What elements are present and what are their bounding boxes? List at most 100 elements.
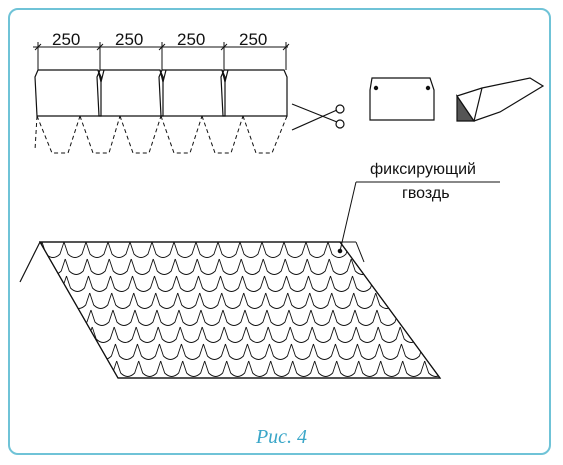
shingle-scale — [151, 242, 175, 258]
shingle-scale — [425, 377, 440, 378]
shingle-scale — [331, 292, 355, 309]
shingle-scale — [40, 292, 47, 309]
shingle-scale — [183, 377, 207, 378]
shingle-scale — [424, 360, 440, 377]
shingle-scale — [159, 343, 182, 360]
shingle-scale — [314, 360, 338, 377]
shingle-scale — [66, 275, 89, 292]
shingle-scale — [64, 258, 88, 275]
shingle-scale — [371, 242, 395, 258]
shingle-scale — [309, 292, 333, 309]
shingle-scale — [423, 343, 440, 360]
shingle-scale — [45, 292, 69, 309]
shingle-scale — [196, 258, 220, 275]
shingle-scale — [379, 343, 402, 360]
shingle-scale — [447, 361, 469, 377]
shingle-scale — [374, 275, 397, 292]
shingle-scale — [330, 275, 353, 292]
shingle-scale — [112, 309, 136, 326]
shingle-scale — [332, 309, 356, 326]
shingle-scale — [401, 343, 424, 360]
shingle-scale — [398, 309, 422, 326]
shingle-scale — [335, 343, 358, 360]
shingle-scale — [107, 242, 131, 258]
shingle-scale — [203, 343, 226, 360]
shingle-scale — [264, 275, 287, 292]
shingle-scale — [69, 326, 93, 343]
dimension-label: 250 — [52, 30, 81, 49]
shingle-scale — [117, 377, 141, 378]
shingle-scale — [85, 242, 109, 258]
shingle-scale — [448, 378, 470, 394]
shingle-scale — [86, 258, 110, 275]
shingle-scale — [445, 344, 467, 360]
shingle-scale — [396, 275, 419, 292]
shingle-scale — [129, 242, 153, 258]
shingle-scale — [95, 377, 119, 378]
shingle-scale — [157, 326, 181, 343]
shingle-scale — [0, 259, 21, 275]
shingle-scale — [247, 343, 270, 360]
shingle-scale — [88, 275, 111, 292]
figure-frame — [8, 8, 551, 455]
shingle-scale — [176, 275, 199, 292]
shingle-scale — [135, 326, 159, 343]
dimension-line — [33, 42, 290, 70]
shingle-scale — [239, 242, 263, 258]
shingle-scale — [357, 343, 380, 360]
shingle-scale — [245, 326, 269, 343]
shingle-scale — [160, 360, 184, 377]
shingle-scale — [437, 242, 440, 258]
shingle-scale — [353, 292, 377, 309]
shingle-scale — [419, 292, 440, 309]
shingle-scale — [266, 309, 290, 326]
shingle-scale — [306, 258, 330, 275]
shingle-scale — [240, 258, 264, 275]
folded-ridge-cap — [456, 77, 545, 122]
shingle-scale — [267, 326, 291, 343]
figure-caption: Рис. 4 — [255, 426, 308, 448]
shingle-scale — [440, 276, 462, 292]
shingle-scale — [283, 242, 307, 258]
shingle-scale — [181, 343, 204, 360]
shingle-scale — [204, 360, 228, 377]
shingle-scale — [132, 275, 155, 292]
shingle-scale — [352, 275, 375, 292]
shingle-scale — [0, 242, 20, 258]
shingle-scale — [47, 326, 71, 343]
dimension-label: 250 — [177, 30, 206, 49]
shingle-scale — [201, 326, 225, 343]
shingle-scale — [46, 309, 70, 326]
shingle-scale — [438, 258, 440, 275]
shingle-scale — [308, 275, 331, 292]
dimension-label: 250 — [239, 30, 268, 49]
shingle-scale — [269, 343, 292, 360]
shingle-scale — [313, 343, 336, 360]
cut-off-tabs — [34, 115, 288, 154]
shingle-scale — [310, 309, 334, 326]
shingle-scale — [265, 292, 289, 309]
shingle-scale — [394, 258, 418, 275]
shingle-scale — [261, 242, 285, 258]
shingle-scale — [402, 360, 426, 377]
shingle-scale — [443, 310, 465, 326]
shingle-scale — [90, 309, 114, 326]
shingle-scale — [397, 292, 421, 309]
shingle-scale — [108, 258, 132, 275]
shingle-scale — [133, 292, 157, 309]
shingle-scale — [111, 292, 135, 309]
shingle-scale — [420, 309, 440, 326]
shingle-scale — [116, 360, 140, 377]
shingle-scale — [179, 326, 203, 343]
shingle-scale — [0, 276, 22, 292]
shingle-scale — [174, 258, 198, 275]
shingle-scale — [115, 343, 138, 360]
shingle-scale — [284, 258, 308, 275]
shingle-scale — [286, 275, 309, 292]
dimension-label: 250 — [115, 30, 144, 49]
shingle-strip — [34, 69, 288, 117]
shingle-scale — [262, 258, 286, 275]
shingle-scale — [161, 377, 185, 378]
shingle-scale — [380, 360, 404, 377]
